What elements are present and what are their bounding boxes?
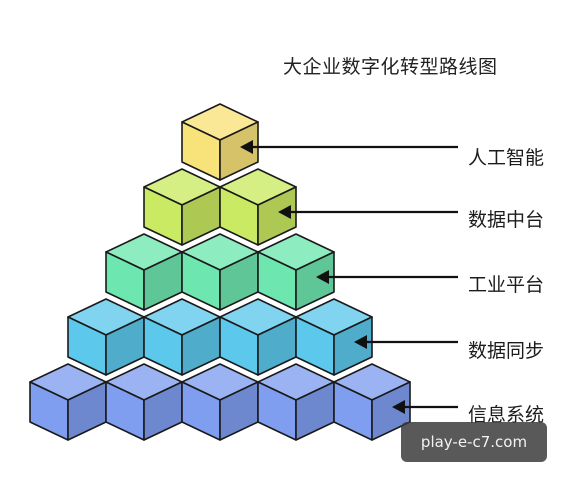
watermark: play-e-c7.com [401, 422, 547, 462]
cube-right-face [219, 121, 259, 181]
layer-label-industrial-platform: 工业平台 [468, 274, 545, 296]
diagram-title: 大企业数字化转型路线图 [283, 56, 498, 78]
arrow-head-icon [392, 400, 405, 414]
layer-label-ai: 人工智能 [468, 147, 545, 169]
cube-right-face [257, 186, 297, 246]
arrow-head-icon [316, 270, 329, 284]
layer-label-data-middle-platform: 数据中台 [468, 209, 545, 231]
watermark-text: play-e-c7.com [420, 433, 528, 451]
layer-label-info-system: 信息系统 [468, 404, 545, 426]
arrow-head-icon [354, 335, 367, 349]
cube-right-face [333, 316, 373, 376]
arrow-head-icon [278, 205, 291, 219]
layer-label-data-sync: 数据同步 [468, 340, 545, 362]
arrow-head-icon [240, 140, 253, 154]
cube-right-face [295, 251, 335, 311]
